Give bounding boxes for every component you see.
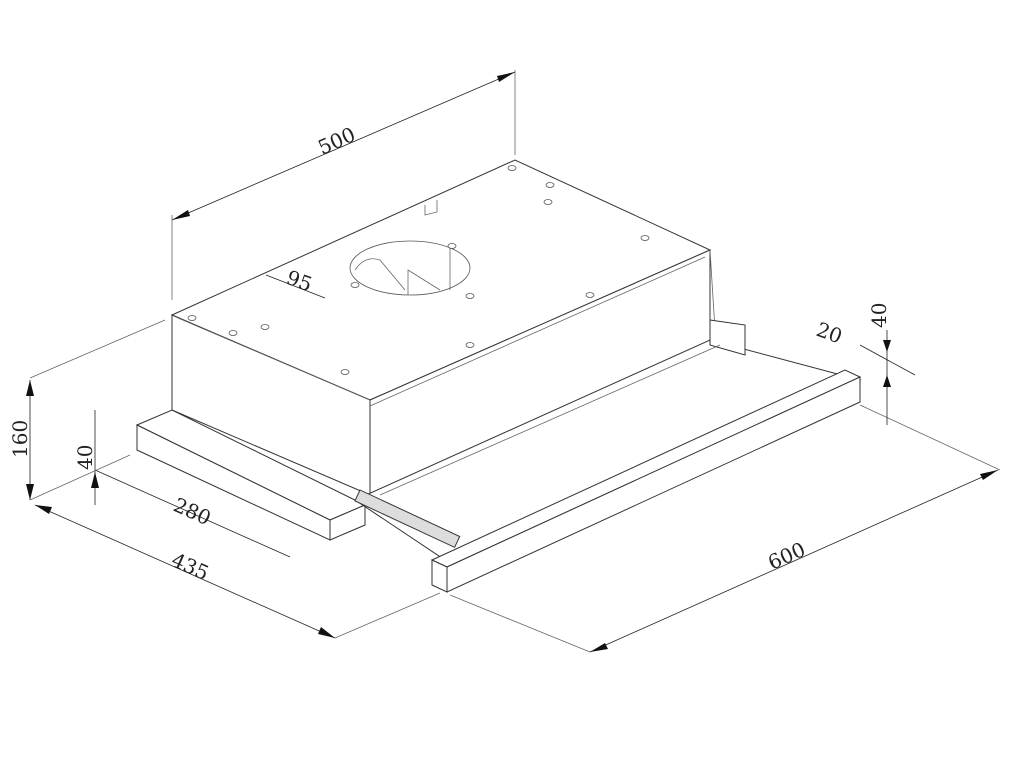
dim-20: 20 — [813, 317, 845, 348]
front-bar — [430, 369, 862, 593]
screw-hole — [465, 342, 475, 348]
dim-500: 500 — [314, 122, 359, 159]
screw-hole — [350, 282, 360, 288]
dim-160: 160 — [8, 420, 32, 458]
dim-435: 435 — [168, 548, 213, 585]
dimension-lines — [29, 70, 1001, 653]
screw-hole — [228, 330, 238, 336]
screw-hole — [640, 235, 650, 241]
screw-hole — [340, 369, 350, 375]
dim-600: 600 — [764, 537, 809, 574]
screw-hole — [187, 315, 197, 321]
dim-40-lower: 40 — [73, 445, 97, 470]
screw-hole — [545, 182, 555, 188]
screw-hole — [260, 324, 270, 330]
screw-hole — [465, 293, 475, 299]
screw-hole — [507, 165, 517, 171]
screw-hole — [543, 199, 553, 205]
dim-40-front: 40 — [867, 303, 891, 328]
lower-panel — [135, 409, 367, 541]
screw-hole — [585, 292, 595, 298]
dimension-arrows — [26, 72, 998, 652]
screw-holes — [187, 165, 650, 375]
duct-outlet — [349, 240, 471, 296]
screw-hole — [447, 243, 457, 249]
dim-280: 280 — [170, 493, 215, 530]
